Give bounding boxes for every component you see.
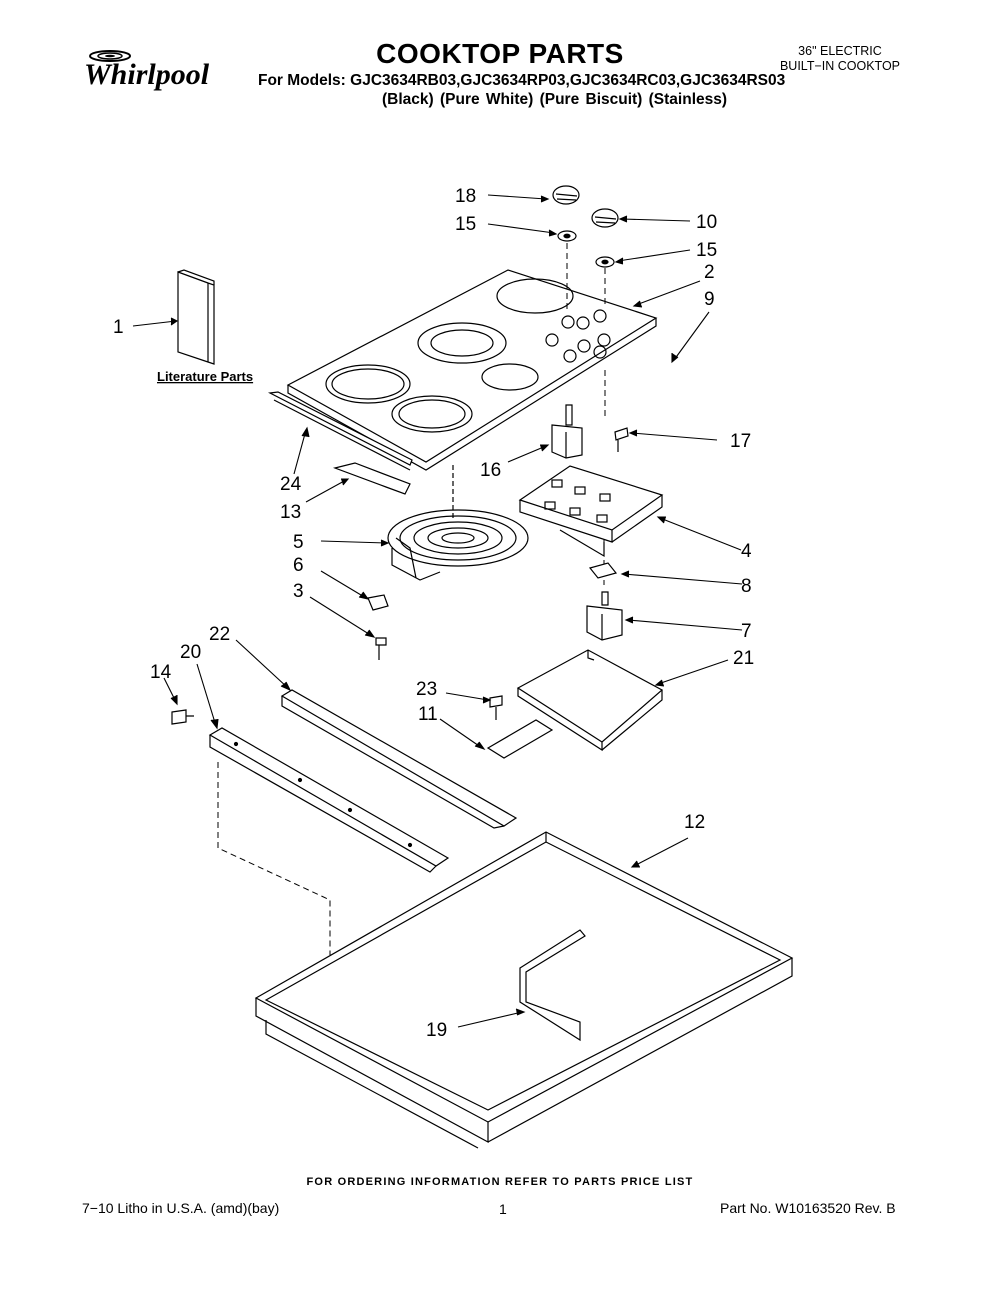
product-type-line2: BUILT−IN COOKTOP	[779, 59, 901, 73]
callout-10: 10	[696, 212, 717, 233]
callout-18: 18	[455, 186, 476, 207]
callout-15-upper: 15	[455, 214, 476, 235]
front-rail	[208, 727, 450, 873]
callout-23: 23	[416, 679, 437, 700]
rear-rail	[280, 689, 518, 829]
callout-8: 8	[741, 576, 752, 597]
glass-cooktop	[286, 269, 658, 471]
callout-2: 2	[704, 262, 715, 283]
radiant-surface-element	[387, 465, 529, 581]
callout-13: 13	[280, 502, 301, 523]
callout-21: 21	[733, 648, 754, 669]
callout-14: 14	[150, 662, 172, 683]
finishes-line: (Black) (Pure White) (Pure Biscuit) (Sta…	[382, 91, 728, 108]
callout-9: 9	[704, 289, 715, 310]
trim-strip	[267, 391, 413, 471]
infinite-switch-upper	[551, 404, 583, 459]
support-bracket	[516, 649, 664, 752]
callout-1: 1	[113, 317, 124, 338]
models-line: For Models: GJC3634RB03,GJC3634RP03,GJC3…	[258, 72, 786, 89]
literature-parts-label: Literature Parts	[157, 369, 253, 384]
svg-text:Whirlpool: Whirlpool	[84, 58, 210, 91]
callout-3: 3	[293, 581, 304, 602]
ordering-note: FOR ORDERING INFORMATION REFER TO PARTS …	[306, 1176, 694, 1188]
litho-info: 7−10 Litho in U.S.A. (amd)(bay)	[82, 1200, 280, 1216]
whirlpool-logo: Whirlpool	[84, 50, 210, 91]
callout-4: 4	[741, 541, 752, 562]
callout-24: 24	[280, 474, 302, 495]
page-number: 1	[499, 1201, 507, 1217]
callout-7: 7	[741, 621, 752, 642]
callout-15-lower: 15	[696, 240, 717, 261]
callout-20: 20	[180, 642, 201, 663]
control-knobs	[552, 185, 619, 268]
page-title: COOKTOP PARTS	[376, 38, 624, 69]
infinite-switch-lower	[586, 591, 623, 641]
callout-22: 22	[209, 624, 230, 645]
callout-19: 19	[426, 1020, 447, 1041]
callout-12: 12	[684, 812, 705, 833]
literature-pack	[177, 269, 215, 365]
control-bracket	[518, 465, 664, 558]
callout-16: 16	[480, 460, 501, 481]
callout-17: 17	[730, 431, 751, 452]
callout-5: 5	[293, 532, 304, 553]
part-number: Part No. W10163520 Rev. B	[720, 1200, 896, 1216]
callout-11: 11	[418, 704, 438, 725]
box-bracket	[519, 929, 586, 1042]
callout-6: 6	[293, 555, 304, 576]
product-type-line1: 36" ELECTRIC	[798, 44, 882, 58]
